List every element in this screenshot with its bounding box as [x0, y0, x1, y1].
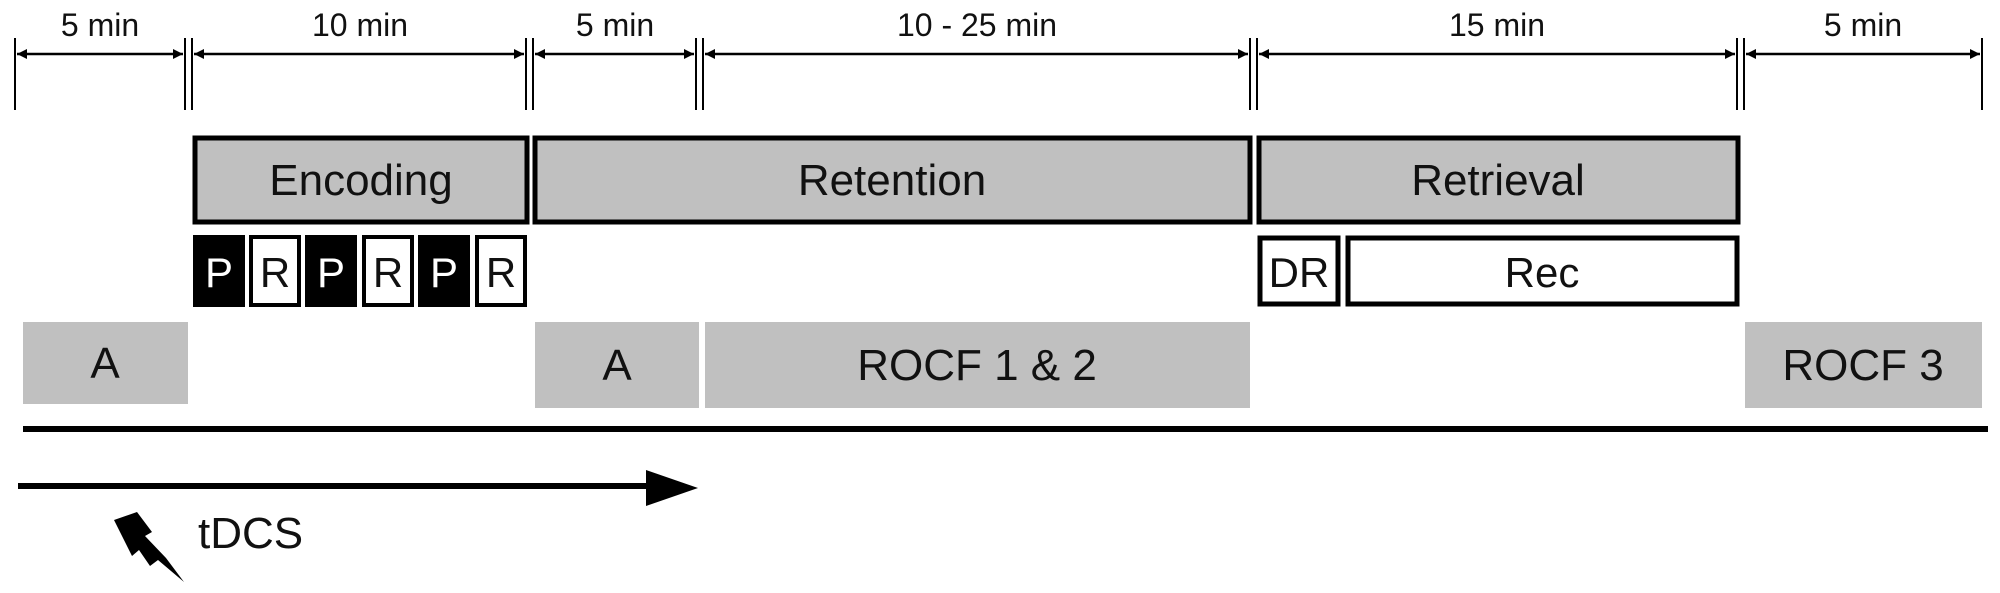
- retrieval-block-label: Rec: [1505, 249, 1580, 296]
- duration-label: 15 min: [1449, 7, 1545, 43]
- encoding-block-label: P: [205, 249, 233, 296]
- encoding-block-rest: [249, 235, 301, 307]
- encoding-block-label: R: [260, 249, 290, 296]
- encoding-blocks: P R P R P R: [193, 235, 527, 307]
- activity-box: [705, 322, 1250, 408]
- phase-label-retention: Retention: [798, 156, 986, 205]
- phase-label-retrieval: Retrieval: [1411, 156, 1585, 205]
- phase-box-retrieval: [1256, 135, 1741, 225]
- duration-label: 10 min: [312, 7, 408, 43]
- duration-label: 5 min: [61, 7, 139, 43]
- duration-labels: 5 min 10 min 5 min 10 - 25 min 15 min 5 …: [61, 7, 1902, 43]
- activity-box: [535, 322, 699, 408]
- encoding-block-rest: [362, 235, 414, 307]
- retrieval-block-recognition: [1345, 235, 1740, 307]
- encoding-block-rest: [475, 235, 527, 307]
- phase-label-encoding: Encoding: [269, 156, 452, 205]
- activity-row: A A ROCF 1 & 2 ROCF 3: [23, 322, 1982, 408]
- encoding-block-label: R: [373, 249, 403, 296]
- phase-box-encoding: [192, 135, 530, 225]
- encoding-block-practice: [193, 235, 245, 307]
- activity-box: [1745, 322, 1982, 408]
- duration-label: 5 min: [576, 7, 654, 43]
- activity-box: [23, 322, 188, 404]
- encoding-block-label: P: [317, 249, 345, 296]
- retrieval-blocks: DR Rec: [1257, 235, 1740, 307]
- duration-label: 10 - 25 min: [897, 7, 1057, 43]
- lightning-bolt-icon: [114, 512, 184, 582]
- duration-label: 5 min: [1824, 7, 1902, 43]
- retrieval-block-label: DR: [1269, 249, 1330, 296]
- encoding-block-label: R: [486, 249, 516, 296]
- phase-row: Encoding Retention Retrieval: [192, 135, 1741, 225]
- activity-label: A: [602, 341, 632, 390]
- duration-boundaries: [14, 38, 1983, 110]
- stimulation-arrow: [18, 470, 698, 506]
- tdcs-label: tDCS: [198, 509, 303, 558]
- stimulation-arrow-head: [646, 470, 698, 506]
- encoding-block-label: P: [430, 249, 458, 296]
- encoding-block-practice: [418, 235, 470, 307]
- activity-label: ROCF 1 & 2: [857, 341, 1097, 390]
- retrieval-block-delayed-recall: [1257, 235, 1341, 307]
- activity-label: A: [90, 339, 120, 388]
- encoding-block-practice: [305, 235, 357, 307]
- activity-label: ROCF 3: [1782, 341, 1943, 390]
- phase-box-retention: [532, 135, 1253, 225]
